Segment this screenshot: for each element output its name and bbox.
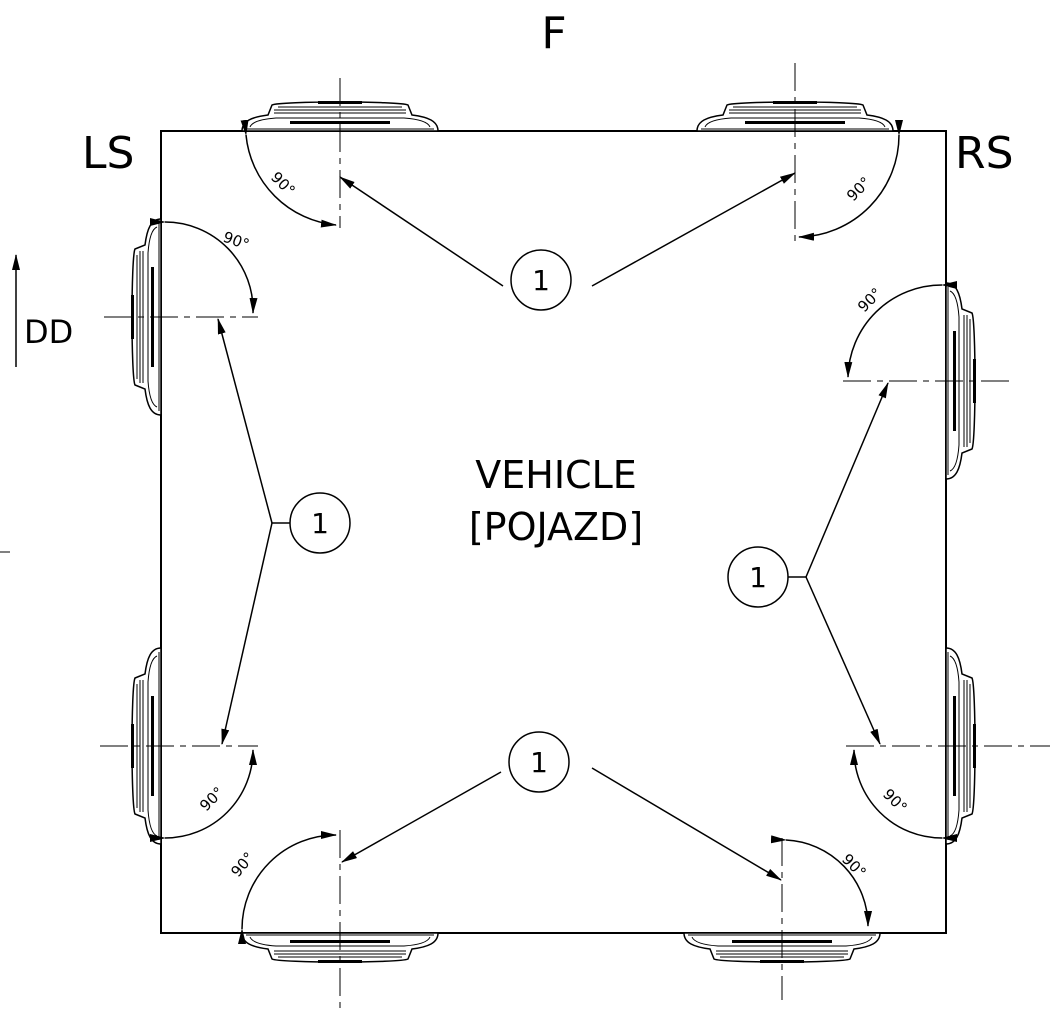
callout-top: 1 (339, 172, 796, 311)
vehicle-subtitle: [POJAZD] (469, 505, 643, 549)
right-side-label: RS (955, 128, 1014, 179)
callout-left-label: 1 (311, 507, 329, 540)
angle-arcs (149, 119, 958, 945)
left-side-label: LS (82, 128, 134, 179)
front-label: F (541, 8, 566, 59)
callout-right: 1 (727, 382, 889, 745)
callout-bottom-label: 1 (530, 746, 548, 779)
callout-top-label: 1 (532, 264, 550, 297)
callout-bottom: 1 (341, 731, 782, 881)
callout-right-label: 1 (749, 561, 767, 594)
vehicle-title: VEHICLE (475, 453, 637, 497)
driving-direction-label: DD (24, 313, 73, 351)
callout-left: 1 (217, 318, 351, 745)
